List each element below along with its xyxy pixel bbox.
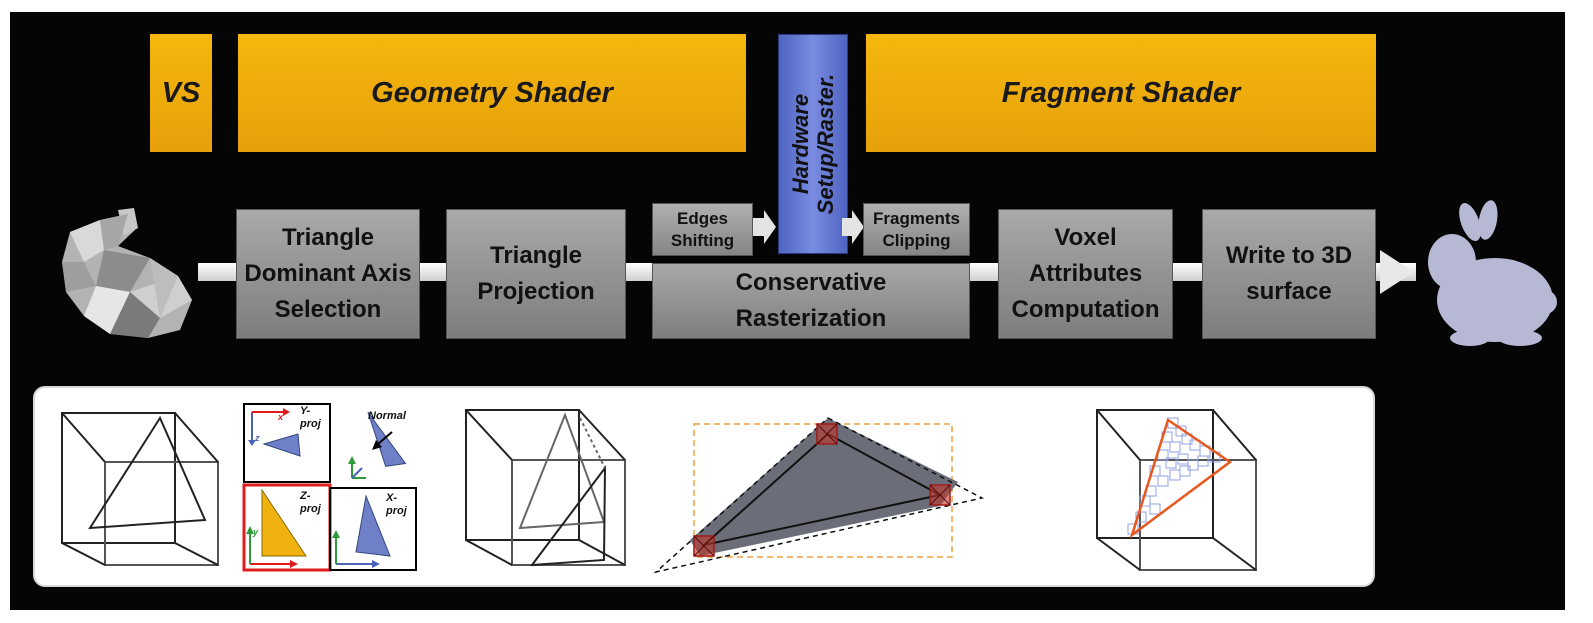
stage-fragment-label: Fragment Shader <box>1001 76 1241 109</box>
label-normal: Normal <box>368 410 406 422</box>
stage-geometry-shader: Geometry Shader <box>238 34 746 152</box>
box-dominant-axis: Triangle Dominant Axis Selection <box>236 209 420 339</box>
axis-z-label: z <box>255 433 260 443</box>
label-y-proj: Y- proj <box>300 405 321 430</box>
arrow-from-hardware <box>842 210 864 244</box>
box-fragments-clipping: Fragments Clipping <box>863 203 970 256</box>
box-triangle-projection-label: Triangle Projection <box>477 242 595 305</box>
box-dominant-axis-label: Triangle Dominant Axis Selection <box>244 224 412 323</box>
axis-y-label: y <box>253 527 259 537</box>
conservative-raster-figure <box>653 417 985 574</box>
box-fragments-clipping-label: Fragments Clipping <box>873 208 960 250</box>
label-x-proj: X- proj <box>386 492 407 517</box>
box-voxel-attributes: Voxel Attributes Computation <box>998 209 1173 339</box>
label-z-proj: Z- proj <box>300 490 321 515</box>
arrow-to-hardware <box>750 210 776 244</box>
axis-projection-figure <box>242 403 417 572</box>
box-write-3d-surface-label: Write to 3D surface <box>1225 242 1353 305</box>
box-conservative-rasterization: Conservative Rasterization <box>652 263 970 339</box>
box-voxel-attributes-label: Voxel Attributes Computation <box>1011 224 1160 323</box>
lowpoly-bunny-icon <box>62 208 192 338</box>
cube-triangle-figure <box>61 412 219 566</box>
stage-vs: VS <box>150 34 212 152</box>
voxel-cube-figure <box>1096 409 1257 571</box>
stage-vs-label: VS <box>161 76 201 109</box>
stream-arrowhead <box>1380 250 1414 294</box>
smooth-bunny-icon <box>1428 200 1557 346</box>
box-edges-shifting-label: Edges Shifting <box>670 208 735 250</box>
stage-fragment-shader: Fragment Shader <box>866 34 1376 152</box>
box-edges-shifting: Edges Shifting <box>652 203 753 256</box>
box-write-3d-surface: Write to 3D surface <box>1202 209 1376 339</box>
stage-geometry-label: Geometry Shader <box>371 76 613 109</box>
cube-projected-triangle-figure <box>465 409 626 567</box>
box-conservative-rasterization-label: Conservative Rasterization <box>735 269 887 332</box>
box-triangle-projection: Triangle Projection <box>446 209 626 339</box>
axis-x-label: x <box>278 412 284 422</box>
